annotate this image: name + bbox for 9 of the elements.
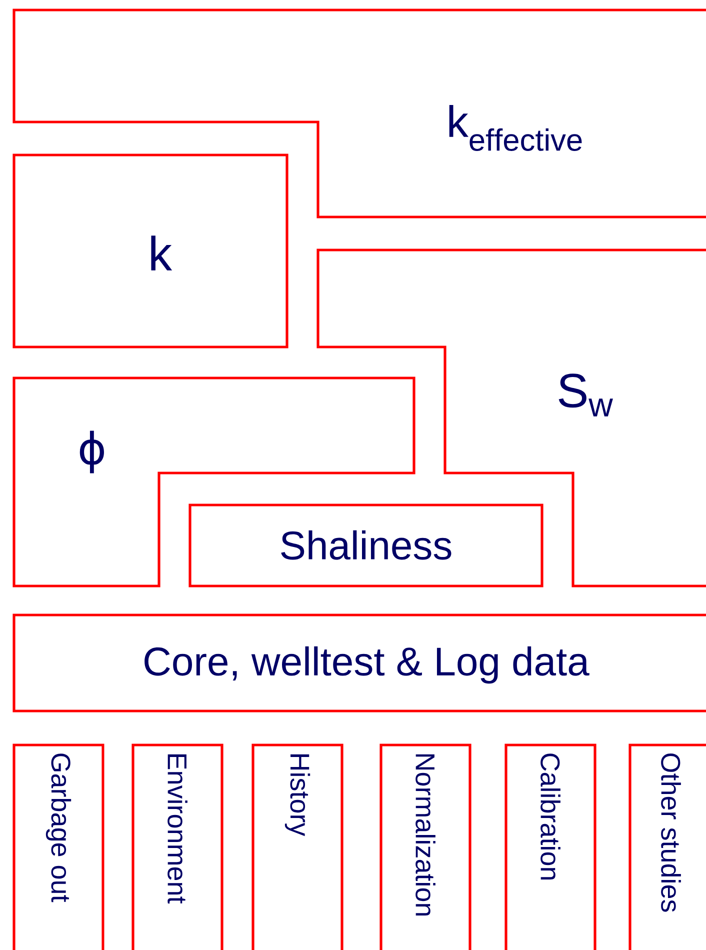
region-box: Core, welltest & Log data [12, 614, 706, 712]
region-box: Shaliness [188, 504, 544, 588]
column-box: Other studies [628, 744, 706, 950]
column-box: Normalization [380, 744, 472, 950]
column-box: History [252, 744, 344, 950]
region-box: k [12, 154, 288, 348]
column-box: Garbage out [12, 744, 104, 950]
column-box: Environment [132, 744, 224, 950]
column-box: Calibration [504, 744, 596, 950]
